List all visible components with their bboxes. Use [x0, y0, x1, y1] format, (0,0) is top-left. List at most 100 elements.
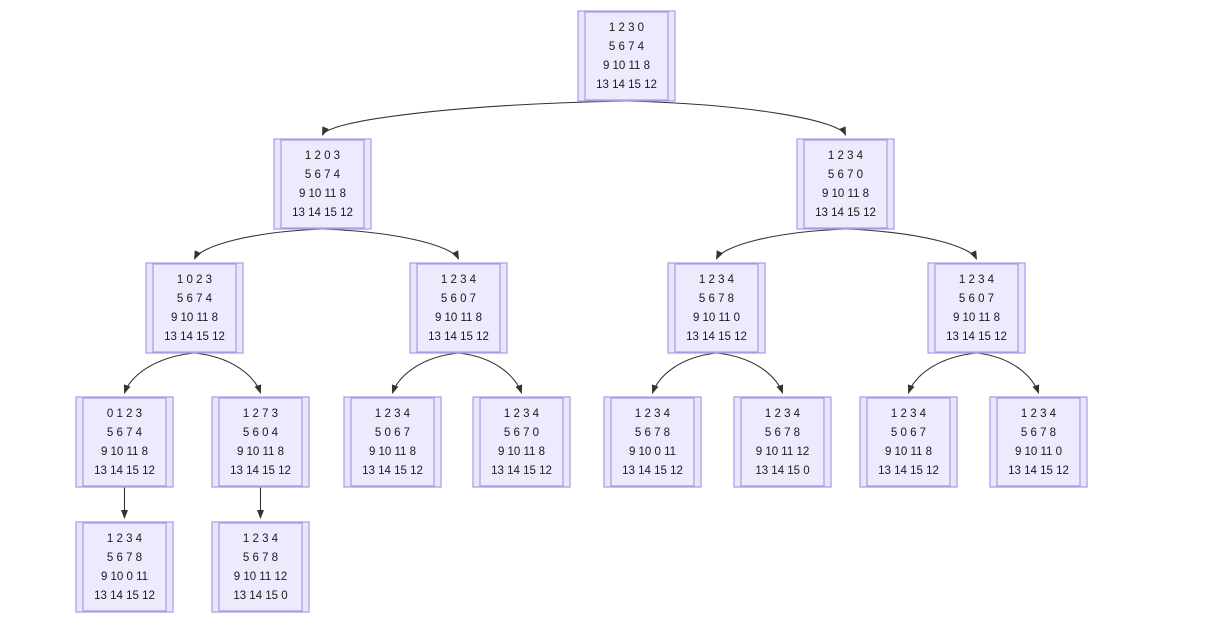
node-row-text: 1 2 3 0 — [609, 22, 644, 34]
node-row-text: 1 2 3 4 — [699, 274, 735, 286]
node-row-text: 5 6 7 8 — [243, 552, 278, 564]
node-row-text: 13 14 15 12 — [946, 331, 1007, 343]
node-box — [866, 397, 951, 487]
tree-edge — [391, 352, 459, 394]
node-row-text: 9 10 11 8 — [885, 446, 932, 458]
node-row-text: 5 6 7 8 — [699, 293, 734, 305]
node-row-text: 9 10 11 8 — [953, 312, 1000, 324]
node-row-text: 9 10 11 8 — [237, 446, 284, 458]
node-row-text: 9 10 11 8 — [822, 188, 869, 200]
node-row-text: 13 14 15 12 — [815, 207, 876, 219]
node-box — [479, 397, 564, 487]
node-box — [82, 397, 167, 487]
node-row-text: 1 2 3 4 — [1021, 408, 1057, 420]
node-box — [740, 397, 825, 487]
node-row-text: 13 14 15 12 — [622, 465, 683, 477]
node-row-text: 13 14 15 12 — [94, 590, 155, 602]
node-row-text: 13 14 15 12 — [428, 331, 489, 343]
node-box — [416, 263, 501, 353]
node-row-text: 9 10 11 12 — [756, 446, 810, 458]
node-row-text: 1 2 3 4 — [765, 408, 801, 420]
node-row-text: 13 14 15 12 — [1008, 465, 1069, 477]
node-row-text: 0 1 2 3 — [107, 408, 142, 420]
node-box — [82, 522, 167, 612]
node-box — [610, 397, 695, 487]
node-row-text: 1 2 3 4 — [441, 274, 477, 286]
tree-node[interactable]: 1 2 3 4 5 6 7 8 9 10 11 0 13 14 15 12 — [989, 396, 1088, 488]
node-row-text: 1 2 3 4 — [828, 150, 864, 162]
node-row-text: 5 6 7 0 — [504, 427, 539, 439]
tree-edge — [716, 352, 784, 394]
node-row-text: 13 14 15 12 — [230, 465, 291, 477]
node-row-text: 13 14 15 12 — [596, 79, 657, 91]
tree-node[interactable]: 1 2 3 45 6 0 79 10 11 813 14 15 12 — [409, 262, 508, 354]
node-row-text: 1 2 7 3 — [243, 408, 278, 420]
node-row-text: 13 14 15 12 — [292, 207, 353, 219]
node-row-text: 1 2 3 4 — [891, 408, 927, 420]
node-row-text: 5 0 6 7 — [891, 427, 926, 439]
tree-node[interactable]: 1 0 2 3 5 6 7 4 9 10 11 8 13 14 15 12 — [145, 262, 244, 354]
tree-edge — [651, 352, 717, 394]
node-row-text: 1 2 3 4 — [504, 408, 540, 420]
tree-node[interactable]: 1 2 0 3 5 6 7 4 9 10 11 8 13 14 15 12 — [273, 138, 372, 230]
node-row-text: 1 2 3 4 — [959, 274, 995, 286]
tree-node[interactable]: 1 2 3 45 0 6 79 10 11 813 14 15 12 — [343, 396, 442, 488]
node-row-text: 5 6 7 8 — [765, 427, 800, 439]
tree-edge — [976, 352, 1040, 394]
node-layer: 1 2 3 05 6 7 49 10 11 813 14 15 121 2 0 … — [75, 10, 1088, 613]
node-box — [218, 522, 303, 612]
node-box — [996, 397, 1081, 487]
node-box — [280, 139, 365, 229]
tree-node[interactable]: 1 2 3 4 5 6 7 0 9 10 11 8 13 14 15 12 — [472, 396, 571, 488]
tree-edge — [194, 352, 262, 394]
node-row-text: 9 10 0 11 — [629, 446, 676, 458]
node-box — [350, 397, 435, 487]
tree-node[interactable]: 1 2 3 4 5 0 6 7 9 10 11 8 13 14 15 12 — [859, 396, 958, 488]
node-row-text: 9 10 0 11 — [101, 571, 148, 583]
tree-node[interactable]: 1 2 7 35 6 0 49 10 11 813 14 15 12 — [211, 396, 310, 488]
tree-edge — [322, 228, 459, 260]
node-row-text: 1 2 3 4 — [375, 408, 411, 420]
node-row-text: 5 6 0 7 — [441, 293, 476, 305]
node-row-text: 9 10 11 0 — [693, 312, 740, 324]
tree-node[interactable]: 1 2 3 4 5 6 7 8 9 10 11 0 13 14 15 12 — [667, 262, 766, 354]
node-box — [934, 263, 1019, 353]
node-row-text: 13 14 15 12 — [362, 465, 423, 477]
node-box — [803, 139, 888, 229]
node-row-text: 1 0 2 3 — [177, 274, 212, 286]
node-row-text: 5 6 7 4 — [305, 169, 341, 181]
node-row-text: 5 6 7 4 — [107, 427, 143, 439]
node-row-text: 5 0 6 7 — [375, 427, 410, 439]
node-row-text: 1 2 0 3 — [305, 150, 340, 162]
node-box — [584, 11, 669, 101]
node-row-text: 9 10 11 8 — [101, 446, 148, 458]
tree-node[interactable]: 1 2 3 45 6 7 09 10 11 813 14 15 12 — [796, 138, 895, 230]
node-row-text: 9 10 11 12 — [234, 571, 288, 583]
tree-edge — [458, 352, 523, 394]
tree-node[interactable]: 1 2 3 4 5 6 7 8 9 10 11 12 13 14 15 0 — [733, 396, 832, 488]
node-row-text: 13 14 15 12 — [164, 331, 225, 343]
node-row-text: 5 6 7 4 — [177, 293, 213, 305]
node-box — [152, 263, 237, 353]
tree-edge — [907, 352, 977, 394]
tree-node[interactable]: 1 2 3 4 5 6 0 7 9 10 11 8 13 14 15 12 — [927, 262, 1026, 354]
node-row-text: 5 6 0 7 — [959, 293, 994, 305]
node-row-text: 5 6 7 8 — [1021, 427, 1056, 439]
node-row-text: 13 14 15 12 — [686, 331, 747, 343]
node-row-text: 9 10 11 0 — [1015, 446, 1062, 458]
node-row-text: 13 14 15 0 — [755, 465, 809, 477]
tree-node[interactable]: 1 2 3 05 6 7 49 10 11 813 14 15 12 — [577, 10, 676, 102]
node-row-text: 9 10 11 8 — [171, 312, 218, 324]
node-row-text: 5 6 7 8 — [107, 552, 142, 564]
node-row-text: 13 14 15 12 — [491, 465, 552, 477]
node-row-text: 9 10 11 8 — [299, 188, 346, 200]
node-row-text: 9 10 11 8 — [498, 446, 545, 458]
node-row-text: 9 10 11 8 — [603, 60, 650, 72]
tree-node[interactable]: 0 1 2 3 5 6 7 4 9 10 11 8 13 14 15 12 — [75, 396, 174, 488]
node-row-text: 13 14 15 12 — [94, 465, 155, 477]
node-row-text: 13 14 15 12 — [878, 465, 939, 477]
